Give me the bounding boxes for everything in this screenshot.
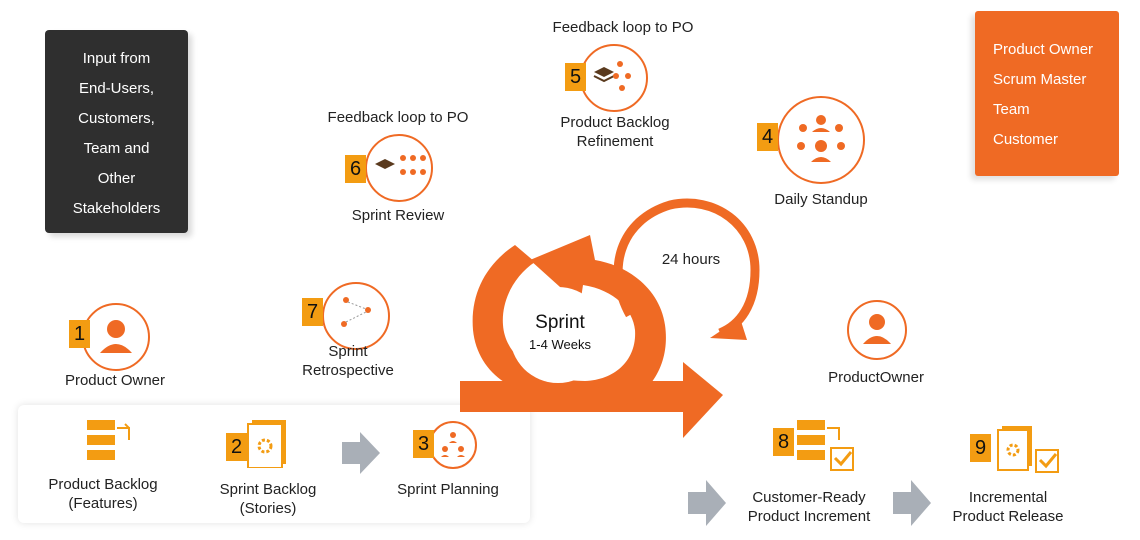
step-number: 4 [757, 123, 778, 151]
retrospective-circle [322, 282, 390, 350]
refinement-circle [580, 44, 648, 112]
step-label: Daily Standup [774, 191, 868, 208]
step-number: 3 [413, 430, 434, 458]
step-label: Product Owner [64, 372, 166, 389]
step-label: Sprint Retrospective [278, 342, 418, 380]
step-number: 9 [970, 434, 991, 462]
input-line: Customers, [78, 110, 155, 127]
sprint-swirl [530, 235, 666, 412]
step-number: 2 [226, 433, 247, 461]
legend-item: Customer [993, 131, 1059, 148]
product-owner-right-label: ProductOwner [828, 369, 924, 386]
product-backlog-label: Product Backlog (Features) [30, 475, 176, 513]
sprint-center [510, 287, 606, 383]
legend-item: Team [993, 101, 1030, 118]
product-owner-circle [82, 303, 150, 371]
label-line: Product Backlog [560, 114, 670, 131]
review-team-icon [375, 155, 426, 175]
stakeholder-input-box: Input from End-Users, Customers, Team an… [45, 30, 188, 233]
input-line: Input from [82, 50, 151, 67]
label-line: Sprint Backlog [219, 481, 317, 498]
person-icon [863, 314, 891, 344]
feedback-loop-label: Feedback loop to PO [552, 19, 694, 36]
person-icon [100, 320, 132, 353]
input-line: Stakeholders [72, 200, 161, 217]
feedback-loop-label: Feedback loop to PO [327, 109, 469, 126]
label-line: Incremental [968, 489, 1048, 506]
product-increment-icon [797, 420, 854, 471]
daily-cycle-loop [613, 198, 760, 338]
sprint-review-circle [365, 134, 433, 202]
sprint-duration: 1-4 Weeks [529, 337, 591, 352]
sprint-swirl-left [472, 245, 615, 395]
flow-arrow-icon [342, 432, 380, 474]
input-line: Other [97, 170, 136, 187]
label-line: Product Increment [747, 508, 871, 525]
sprint-title: Sprint [535, 312, 585, 333]
input-line: End-Users, [78, 80, 155, 97]
step-label: Customer-Ready Product Increment [728, 488, 890, 526]
step-label: Sprint Planning [397, 481, 499, 498]
backlog-team-icon [593, 61, 631, 91]
step-number: 7 [302, 298, 323, 326]
daily-standup-circle [777, 96, 865, 184]
standup-team-icon [797, 115, 845, 162]
label-line: Sprint [328, 343, 368, 360]
flow-arrow-icon [893, 480, 931, 526]
product-backlog-icon [87, 420, 130, 460]
flow-arrow-icon [688, 480, 726, 526]
label-line: (Features) [68, 495, 138, 512]
step-number: 5 [565, 63, 586, 91]
daily-cycle-label: 24 hours [661, 251, 721, 268]
product-release-icon [997, 426, 1059, 473]
step-label: Incremental Product Release [935, 488, 1081, 526]
label-line: (Stories) [239, 500, 297, 517]
daily-cycle-arrowhead [710, 318, 747, 340]
label-line: Product Backlog [48, 476, 158, 493]
product-owner-right-circle [847, 300, 907, 360]
sprint-arrow-head [683, 362, 723, 438]
sprint-backlog-icon [247, 420, 286, 468]
step-label: Product Backlog Refinement [540, 113, 690, 151]
label-line: Product Release [952, 508, 1064, 525]
label-line: Refinement [576, 133, 654, 150]
label-line: Customer-Ready [752, 489, 866, 506]
step-label: Sprint Review [351, 207, 445, 224]
input-line: Team and [83, 140, 150, 157]
label-line: Retrospective [302, 362, 394, 379]
legend-item: Product Owner [993, 41, 1094, 58]
retrospective-icon [341, 297, 371, 327]
step-label: Sprint Backlog (Stories) [200, 480, 336, 518]
planning-team-icon [441, 432, 465, 457]
step-number: 6 [345, 155, 366, 183]
step-number: 8 [773, 428, 794, 456]
sprint-loop-graphic [460, 198, 760, 438]
roles-legend: Product Owner Scrum Master Team Customer [975, 11, 1119, 176]
legend-item: Scrum Master [993, 71, 1087, 88]
sprint-planning-circle [429, 421, 477, 469]
step-number: 1 [69, 320, 90, 348]
